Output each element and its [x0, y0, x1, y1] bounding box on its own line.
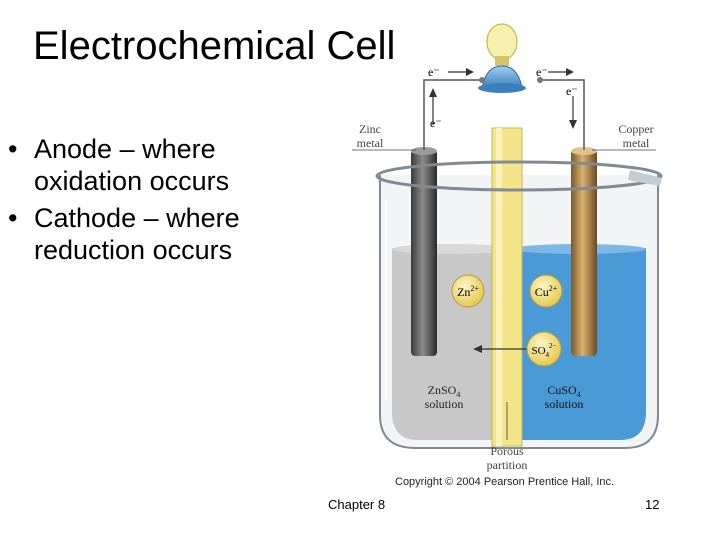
electron-label-top-right: e⁻: [536, 65, 548, 79]
beaker-glass: [379, 175, 659, 449]
copyright-text: Copyright © 2004 Pearson Prentice Hall, …: [395, 476, 614, 488]
bulb-base: [481, 65, 523, 89]
svg-text:Cu2+: Cu2+: [535, 284, 558, 299]
svg-text:ZnSO4: ZnSO4: [428, 383, 461, 399]
svg-text:SO42−: SO42−: [531, 342, 556, 359]
copper-label-line2: metal: [623, 136, 650, 150]
bullet-text-line: Cathode – where: [34, 203, 240, 233]
right-solution-formula: CuSO: [547, 383, 577, 397]
bullet-item-cathode: • Cathode – where reduction occurs: [0, 202, 330, 266]
electrochemical-cell-diagram: Zn2+ Cu2+ SO42− e⁻ e⁻ e⁻ e⁻ Zinc metal C…: [352, 23, 663, 488]
left-solution-formula: ZnSO: [428, 383, 457, 397]
copper-label-line1: Copper: [618, 122, 653, 136]
wire-right: [540, 79, 585, 150]
beaker-rim: [375, 160, 663, 192]
footer-chapter: Chapter 8: [328, 497, 386, 512]
electron-label-left: e⁻: [430, 116, 442, 130]
zinc-label-line2: metal: [357, 136, 384, 150]
zinc-electrode: [411, 150, 437, 356]
ion-cu-symbol: Cu: [535, 285, 549, 299]
bullet-text-line: Anode – where: [34, 134, 216, 164]
slide-title: Electrochemical Cell: [33, 24, 396, 68]
ion-so4: [526, 331, 562, 367]
bullet-list: • Anode – where oxidation occurs • Catho…: [0, 133, 330, 271]
ion-cu-charge: 2+: [549, 284, 558, 293]
ion-so4-subscript: 4: [546, 351, 550, 359]
ion-zn: [451, 274, 485, 308]
wire-left: [423, 79, 482, 150]
bulb-glass: [486, 23, 518, 61]
partition-label-line2: partition: [487, 458, 528, 472]
zinc-label-line1: Zinc: [359, 122, 381, 136]
left-solution-subscript: 4: [456, 390, 460, 399]
right-solution-word: solution: [545, 397, 584, 411]
ion-cu: [529, 274, 563, 308]
bullet-symbol: •: [8, 203, 18, 233]
partition-label-line1: Porous: [490, 444, 524, 458]
ion-so4-symbol: SO: [531, 345, 545, 357]
electron-label-top-left: e⁻: [428, 65, 440, 79]
electron-label-right: e⁻: [566, 84, 578, 98]
bullet-item-anode: • Anode – where oxidation occurs: [0, 133, 330, 197]
bullet-symbol: •: [8, 134, 18, 164]
svg-text:Zn2+: Zn2+: [457, 284, 479, 299]
right-solution-subscript: 4: [577, 390, 581, 399]
copper-electrode: [571, 150, 597, 356]
svg-text:CuSO4: CuSO4: [547, 383, 580, 399]
ion-zn-charge: 2+: [470, 284, 479, 293]
bullet-text-line: oxidation occurs: [34, 166, 230, 196]
left-solution-word: solution: [425, 397, 464, 411]
bullet-text-line: reduction occurs: [34, 235, 233, 265]
ion-zn-symbol: Zn: [457, 285, 470, 299]
ion-so4-charge: 2−: [549, 342, 557, 350]
page-number: 12: [645, 497, 660, 512]
